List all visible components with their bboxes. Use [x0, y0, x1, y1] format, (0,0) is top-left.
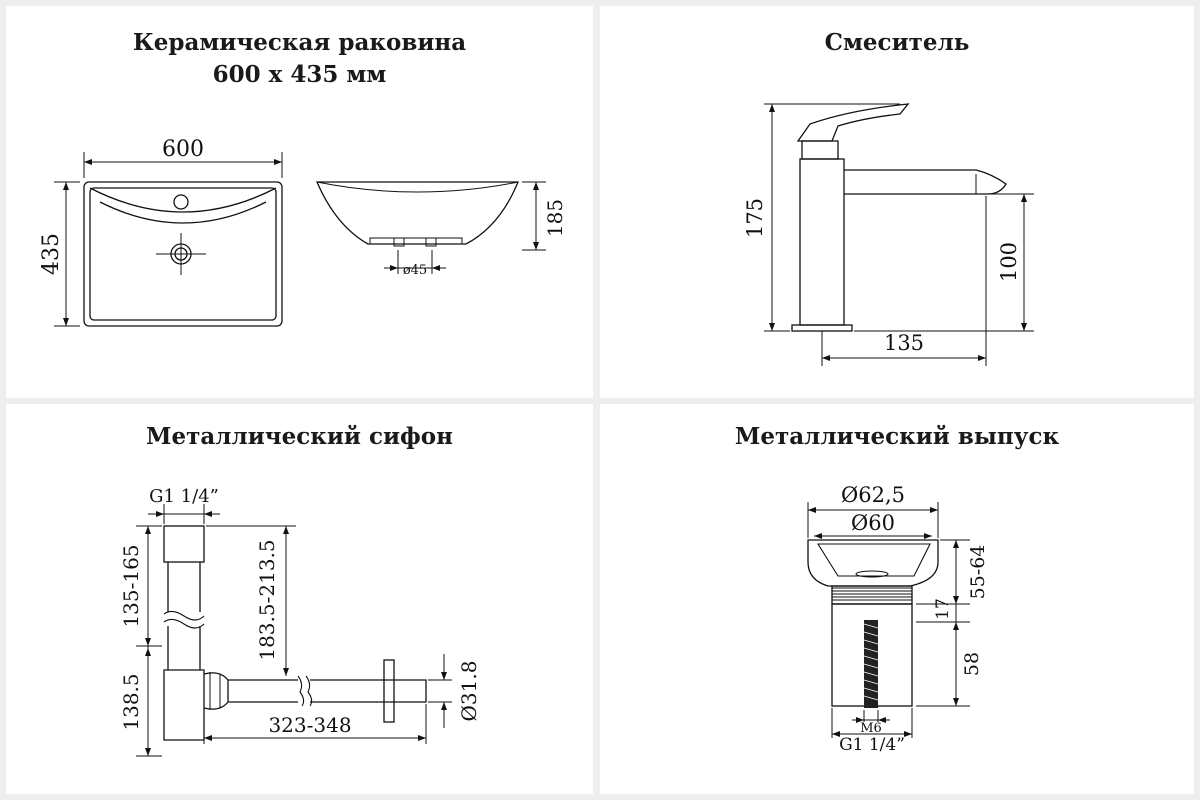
drain-thread-label: G1 1/4”	[839, 735, 905, 755]
drain-inner-diameter-label: Ø60	[851, 511, 895, 535]
siphon-panel: Металлический сифон	[6, 404, 593, 794]
sink-top-inner	[89, 187, 277, 321]
sink-depth-label: 435	[39, 233, 64, 275]
sink-top-outline	[83, 181, 283, 327]
siphon-thread-label: G1 1/4”	[149, 486, 219, 507]
siphon-drawing: G1 1/4” 135-165 138.5 183.5-213.5 Ø31.8 …	[119, 486, 481, 757]
sink-panel: Керамическая раковина 600 x 435 мм	[6, 6, 593, 398]
sink-bowl-curve	[99, 201, 267, 224]
siphon-wall-flange	[383, 659, 395, 723]
mixer-body	[799, 158, 845, 326]
drain-bolt-label: M6	[860, 721, 882, 736]
drain-title: Металлический выпуск	[734, 423, 1060, 450]
mixer-drawing: 175 100 135	[743, 103, 1034, 366]
drain-bolt	[864, 620, 878, 708]
tap-hole	[173, 194, 189, 210]
sink-height-label: 185	[543, 199, 567, 237]
siphon-upper-height-label: 135-165	[119, 544, 143, 627]
drain-cap	[807, 539, 939, 587]
drain-cap-height-label: 55-64	[967, 545, 989, 600]
mixer-reach-label: 135	[884, 331, 924, 355]
sink-width-label: 600	[162, 137, 204, 162]
mixer-title: Смеситель	[824, 29, 970, 56]
mixer-panel: Смеситель	[600, 6, 1194, 398]
sink-title-line1: Керамическая раковина	[132, 29, 467, 56]
sink-drawing: 600 435 185 ø45	[39, 137, 567, 327]
mixer-spout-height-label: 100	[997, 242, 1021, 282]
mixer-base	[791, 324, 853, 332]
drain-panel: Металлический выпуск	[600, 404, 1194, 794]
drain-outer-diameter-label: Ø62,5	[841, 483, 905, 507]
siphon-elbow	[203, 672, 229, 710]
mixer-height-label: 175	[743, 198, 767, 238]
drain-flange-label: 17	[933, 598, 953, 620]
drain-flange	[831, 585, 913, 605]
siphon-horizontal-pipe-right	[310, 679, 427, 703]
siphon-lower-tube	[167, 626, 201, 670]
siphon-top-nut	[163, 525, 205, 563]
mixer-handle-base	[801, 140, 839, 160]
drain-thread-length-label: 58	[961, 652, 983, 676]
siphon-title: Металлический сифон	[146, 423, 453, 450]
mixer-spout	[844, 169, 1007, 195]
mixer-lever	[796, 103, 910, 142]
siphon-lower-height-label: 138.5	[119, 673, 143, 730]
siphon-pipe-diameter-label: Ø31.8	[457, 661, 481, 722]
siphon-bottle	[163, 669, 205, 741]
siphon-outlet-length-label: 323-348	[268, 713, 351, 737]
sink-title-line2: 600 x 435 мм	[212, 61, 387, 88]
drain-drawing: Ø62,5 Ø60 55-64 17 58 M6 G1 1/4”	[807, 483, 989, 755]
sink-side-outline	[316, 181, 519, 245]
siphon-upper-tube	[167, 562, 201, 612]
siphon-outlet-height-label: 183.5-213.5	[255, 539, 279, 660]
sink-back-curve	[89, 187, 277, 213]
sink-drain-label: ø45	[403, 263, 427, 278]
siphon-horizontal-pipe-left	[228, 679, 298, 703]
